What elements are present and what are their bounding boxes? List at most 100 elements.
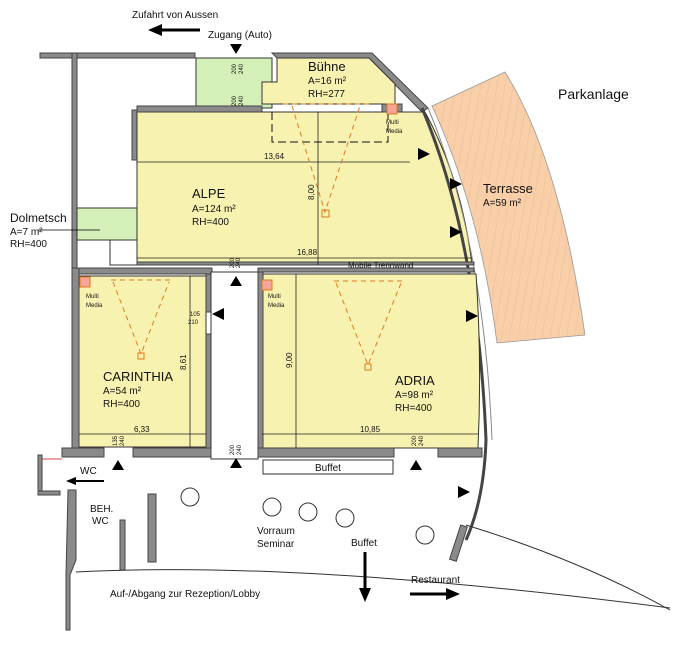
zufahrt-label: Zufahrt von Aussen bbox=[132, 10, 218, 21]
door-height: 210 bbox=[188, 320, 199, 326]
buffet-counter bbox=[262, 459, 394, 475]
door-width: 200 bbox=[232, 63, 238, 74]
entrance-up-icon bbox=[230, 458, 242, 468]
multimedia-icon bbox=[79, 276, 91, 288]
entrance-right-icon bbox=[458, 486, 470, 498]
parkanlage-label: Parkanlage bbox=[558, 86, 629, 102]
wall-wc-b bbox=[37, 490, 61, 496]
wall-carinthia-left bbox=[71, 267, 80, 449]
projector-cone-adria bbox=[334, 280, 403, 367]
terrasse-area[interactable] bbox=[431, 71, 586, 344]
wc-label: WC bbox=[80, 466, 97, 477]
column bbox=[180, 487, 200, 507]
column bbox=[298, 502, 318, 522]
buffet-direction-label: Buffet bbox=[351, 538, 377, 549]
wall-alpe-top bbox=[136, 105, 263, 113]
door-width: 200 bbox=[412, 435, 418, 446]
dim-label: 10,85 bbox=[360, 425, 381, 434]
vorraum-label: Seminar bbox=[257, 539, 295, 550]
arrow-wc-icon bbox=[66, 477, 104, 485]
glass-facade bbox=[420, 107, 488, 541]
terrace-edge-line bbox=[465, 524, 671, 611]
mobile-trennwand-label: Mobile Trennwand bbox=[348, 261, 413, 270]
projector-cone-carinthia bbox=[111, 279, 170, 356]
dolmetsch-area: A=7 m² bbox=[10, 227, 43, 238]
entrance-markers bbox=[112, 44, 478, 498]
adria-area: A=98 m² bbox=[395, 390, 434, 401]
column bbox=[415, 525, 435, 545]
door-height: 240 bbox=[237, 444, 243, 455]
aufgang-label: Auf-/Abgang zur Rezeption/Lobby bbox=[110, 589, 260, 600]
multimedia-icon bbox=[261, 279, 273, 291]
projector-icon bbox=[137, 352, 145, 360]
zugang-area bbox=[195, 57, 273, 109]
beh-wc-label: BEH. bbox=[90, 504, 113, 515]
entrance-up-icon bbox=[230, 276, 242, 286]
entrance-right-icon bbox=[466, 310, 478, 322]
facade-line bbox=[427, 107, 493, 441]
dim-label: 8,00 bbox=[307, 184, 316, 200]
multimedia-label: Media bbox=[268, 303, 285, 309]
entrance-right-icon bbox=[450, 178, 462, 190]
dolmetsch-room[interactable] bbox=[76, 207, 138, 241]
restaurant-label: Restaurant bbox=[411, 575, 460, 586]
buehne-name: Bühne bbox=[308, 59, 346, 74]
entrance-down-icon bbox=[230, 44, 242, 54]
dolmetsch-height: RH=400 bbox=[10, 239, 47, 250]
wall-lower-left bbox=[65, 489, 77, 631]
multimedia-label: Multi bbox=[386, 120, 399, 126]
buehne-height: RH=277 bbox=[308, 89, 345, 100]
wall-restaurant bbox=[448, 524, 468, 562]
entrance-up-icon bbox=[410, 460, 422, 470]
wall-bottom-1 bbox=[61, 447, 105, 458]
door-width: 200 bbox=[232, 95, 238, 106]
arrow-restaurant-icon bbox=[410, 588, 460, 600]
zugang-label: Zugang (Auto) bbox=[208, 30, 272, 41]
mobile-partition[interactable] bbox=[136, 261, 475, 266]
carinthia-name: CARINTHIA bbox=[103, 369, 173, 384]
adria-name: ADRIA bbox=[395, 373, 435, 388]
arrow-buffet-icon bbox=[359, 552, 371, 602]
adria-room[interactable] bbox=[261, 273, 481, 449]
column bbox=[335, 508, 355, 528]
dolmetsch-name: Dolmetsch bbox=[10, 211, 67, 225]
wall-carinthia-right-a bbox=[205, 273, 212, 313]
alpe-room[interactable] bbox=[136, 111, 473, 266]
stair-line bbox=[75, 569, 671, 609]
wall-wc bbox=[37, 454, 43, 496]
entrance-right-icon bbox=[450, 226, 462, 238]
column bbox=[262, 497, 282, 517]
door-width: 200 bbox=[230, 257, 236, 268]
wall-bottom-3 bbox=[257, 447, 395, 458]
dim-label: 16,88 bbox=[297, 248, 318, 257]
wall-left-upper bbox=[71, 52, 78, 269]
beh-wc-label: WC bbox=[92, 516, 109, 527]
door-width: 200 bbox=[230, 444, 236, 455]
multimedia-label: Media bbox=[86, 303, 103, 309]
carinthia-height: RH=400 bbox=[103, 399, 140, 410]
wall-bottom-2 bbox=[132, 447, 212, 458]
entrance-up-icon bbox=[112, 460, 124, 470]
arrow-zufahrt-icon bbox=[148, 24, 200, 36]
wall-adria-top bbox=[257, 267, 475, 273]
wall-beh-wc bbox=[119, 519, 126, 571]
stage-extension bbox=[271, 112, 389, 143]
wall-carinthia-top bbox=[71, 267, 213, 275]
multimedia-label: Media bbox=[386, 129, 403, 135]
door-width: 135 bbox=[113, 435, 119, 446]
carinthia-area: A=54 m² bbox=[103, 386, 142, 397]
dim-label: 9,00 bbox=[285, 352, 294, 368]
terrasse-name: Terrasse bbox=[483, 181, 533, 196]
door-height: 240 bbox=[236, 257, 242, 268]
door-height: 240 bbox=[120, 435, 126, 446]
projector-cone-alpe bbox=[283, 103, 370, 214]
carinthia-room[interactable] bbox=[78, 275, 207, 448]
wall-top-left bbox=[39, 52, 196, 59]
dim-label: 8,61 bbox=[179, 354, 188, 370]
multimedia-label: Multi bbox=[268, 294, 281, 300]
adria-height: RH=400 bbox=[395, 403, 432, 414]
buehne-area: A=16 m² bbox=[308, 76, 347, 87]
door-height: 240 bbox=[419, 435, 425, 446]
dolmetsch-void bbox=[109, 239, 138, 266]
